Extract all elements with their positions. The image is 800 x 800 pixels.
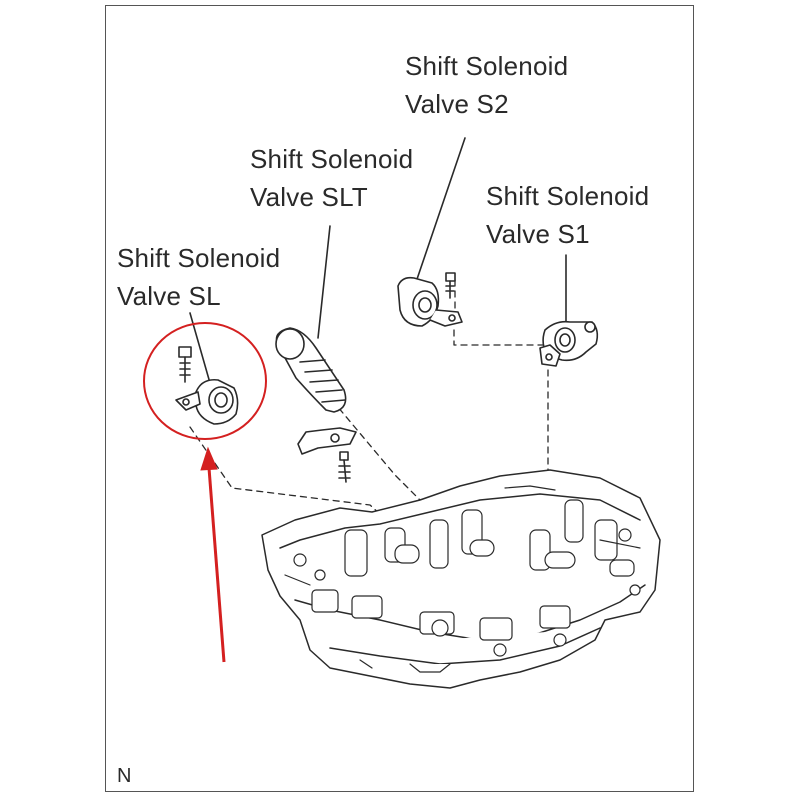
solenoid-s1-part <box>539 320 599 367</box>
highlight-circle <box>143 322 267 440</box>
label-slt-line2: Valve SLT <box>250 182 368 212</box>
label-s1-line1: Shift Solenoid <box>486 181 650 211</box>
label-s1-line2: Valve S1 <box>486 219 590 249</box>
highlight-arrow <box>200 446 226 663</box>
label-solenoid-sl: Shift Solenoid Valve SL <box>117 239 280 315</box>
label-solenoid-s1: Shift Solenoid Valve S1 <box>486 177 649 253</box>
leader-s2 <box>413 137 466 289</box>
label-sl-line1: Shift Solenoid <box>117 243 281 273</box>
label-s2-line2: Valve S2 <box>405 89 509 119</box>
leader-slt <box>317 225 331 339</box>
solenoid-s2-part <box>397 272 463 327</box>
valve-body <box>261 469 661 689</box>
label-solenoid-slt: Shift Solenoid Valve SLT <box>250 140 413 216</box>
label-solenoid-s2: Shift Solenoid Valve S2 <box>405 47 568 123</box>
solenoid-slt-part <box>275 327 347 413</box>
corner-mark: N <box>117 765 132 787</box>
label-sl-line2: Valve SL <box>117 281 221 311</box>
solenoid-sl-part <box>175 346 239 425</box>
label-s2-line1: Shift Solenoid <box>405 51 569 81</box>
slt-bracket <box>297 427 357 483</box>
label-slt-line1: Shift Solenoid <box>250 144 414 174</box>
